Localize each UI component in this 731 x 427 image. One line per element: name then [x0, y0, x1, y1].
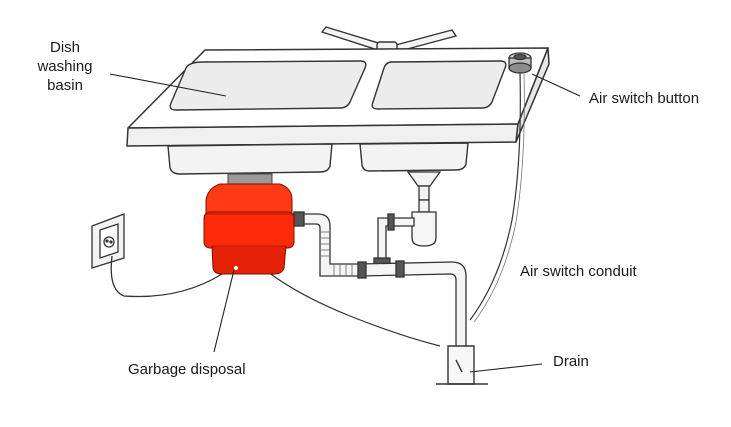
air-switch-conduit-line-2	[473, 71, 525, 323]
basin-label-line-1: Dish	[49, 39, 80, 56]
basin-openings	[169, 60, 507, 111]
air-switch-button-label: Air switch button	[589, 90, 700, 107]
air-switch-button-icon	[508, 52, 532, 74]
air-switch-conduit-label: Air switch conduit	[520, 263, 637, 280]
p-trap	[373, 199, 437, 269]
leader-lines	[109, 73, 581, 373]
disposal-cord	[267, 271, 441, 347]
basin-label-line-2: washing	[37, 58, 93, 75]
strainer	[406, 171, 442, 201]
power-cord	[110, 255, 223, 298]
basin-label-line-3: basin	[47, 77, 83, 94]
garbage-disposal-unit	[203, 173, 295, 275]
drain-pipe	[436, 345, 488, 385]
basin-label: Dish washing basin	[30, 38, 100, 95]
garbage-disposal-label: Garbage disposal	[128, 361, 246, 378]
wall-socket-icon	[91, 213, 125, 269]
hose-ribs	[320, 231, 353, 276]
air-switch-conduit-line	[469, 71, 521, 321]
outlet-pipe	[291, 211, 467, 349]
drain-label: Drain	[553, 353, 589, 370]
basin-bowls	[167, 142, 469, 175]
